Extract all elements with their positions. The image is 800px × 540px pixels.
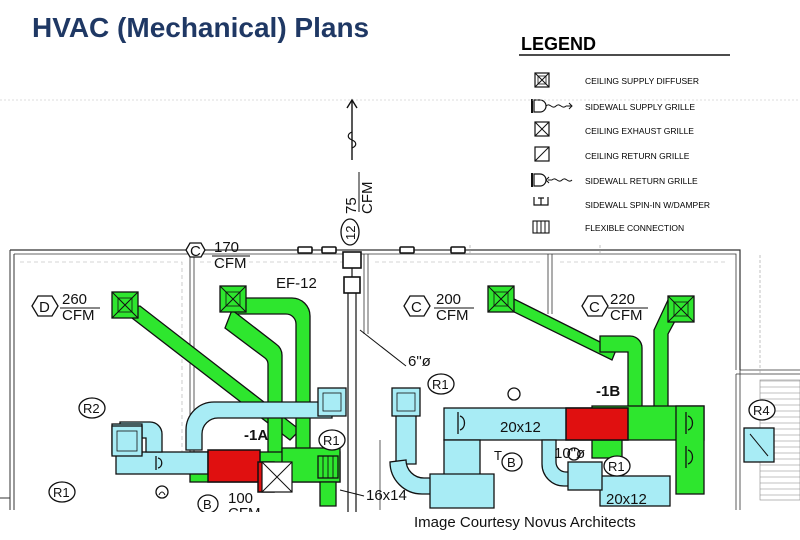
tag-r1-bottom-left: R1: [53, 485, 70, 500]
legend-label-sidewall-return-grille: SIDEWALL RETURN GRILLE: [585, 176, 698, 186]
legend-title: LEGEND: [521, 34, 596, 54]
slide-title: HVAC (Mechanical) Plans: [32, 12, 370, 43]
tag-b-right: B: [507, 455, 516, 470]
thermostat-icon: [155, 387, 581, 499]
legend-label-flexible-connection: FLEXIBLE CONNECTION: [585, 223, 684, 233]
supply-ductwork: [120, 297, 705, 507]
label-duct-20x12-top: 20x12: [500, 419, 541, 436]
label-unit-1b: -1B: [596, 383, 620, 400]
tag-r1-left: R1: [323, 433, 340, 448]
label-duct-6: 6"ø: [408, 353, 431, 370]
image-credit: Image Courtesy Novus Architects: [414, 514, 636, 531]
credit-band: [0, 512, 800, 540]
tag-12-exhaust: 12: [343, 226, 358, 240]
exhaust-duct-ef12: [342, 98, 407, 513]
sidewall-return-grille-icon: [155, 412, 466, 470]
ceiling-supply-diffuser-icon: [667, 295, 695, 323]
cfm-170: 170: [214, 239, 239, 256]
label-ef12: EF-12: [276, 275, 317, 292]
cfm-260: 260: [62, 291, 87, 308]
tag-r1-right: R1: [608, 459, 625, 474]
spin-in-damper-icon: [533, 197, 549, 206]
tag-r4: R4: [753, 403, 770, 418]
tag-c170: C: [190, 243, 201, 260]
fan-coil-unit-1b: [565, 407, 629, 441]
legend-label-ceiling-exhaust-grille: CEILING EXHAUST GRILLE: [585, 126, 694, 136]
legend-label-sidewall-supply-grille: SIDEWALL SUPPLY GRILLE: [585, 102, 695, 112]
label-duct-16x14: 16x14: [366, 487, 407, 504]
cfm-260-unit: CFM: [62, 307, 95, 324]
tag-r2: R2: [83, 401, 100, 416]
plan-annotations: C 170 CFM D 260 CFM C 200 CFM C 220 CFM …: [31, 172, 776, 522]
ceiling-return-grille-icon: [317, 387, 347, 417]
tag-b-left: B: [203, 497, 212, 512]
cfm-170-unit: CFM: [214, 255, 247, 272]
sidewall-return-grille-icon: [531, 173, 573, 187]
cfm-75-unit: CFM: [359, 182, 376, 215]
label-duct-20x12-bottom: 20x12: [606, 491, 647, 508]
sidewall-supply-grille-icon: [685, 412, 694, 468]
ceiling-return-grille-icon: [391, 387, 421, 417]
label-duct-10: 10"ø: [554, 445, 585, 462]
legend-label-spin-in-damper: SIDEWALL SPIN-IN W/DAMPER: [585, 200, 710, 210]
ceiling-exhaust-grille-icon: [534, 121, 550, 137]
cfm-200: 200: [436, 291, 461, 308]
tag-r1-center: R1: [432, 377, 449, 392]
ceiling-return-grille-icon: [534, 146, 550, 162]
sidewall-supply-grille-icon: [531, 99, 573, 113]
flexible-connection-icon: [317, 455, 339, 479]
ceiling-supply-diffuser-icon: [219, 285, 247, 313]
legend-label-ceiling-supply-diffuser: CEILING SUPPLY DIFFUSER: [585, 76, 699, 86]
window-marks: [297, 246, 466, 254]
tag-d260: D: [39, 299, 50, 316]
tag-c220: C: [589, 299, 600, 316]
ceiling-return-grille-icon: [111, 425, 143, 457]
legend: LEGEND CEILING SUPPLY DIFFUSER SIDEWALL …: [519, 34, 730, 234]
cfm-220-unit: CFM: [610, 307, 643, 324]
legend-label-ceiling-return-grille: CEILING RETURN GRILLE: [585, 151, 690, 161]
tag-t: T: [494, 448, 502, 463]
grilles: [111, 285, 775, 499]
label-unit-1a: -1A: [244, 427, 268, 444]
fan-coil-unit-1a: [207, 449, 261, 483]
ceiling-return-grille-icon: [743, 427, 775, 463]
cfm-220: 220: [610, 291, 635, 308]
flexible-connection-icon: [532, 220, 550, 234]
tag-c200: C: [411, 299, 422, 316]
cfm-200-unit: CFM: [436, 307, 469, 324]
ceiling-supply-diffuser-icon: [487, 285, 515, 313]
ceiling-supply-diffuser-icon: [534, 72, 550, 88]
ceiling-supply-diffuser-icon: [111, 291, 139, 319]
cfm-75: 75: [343, 197, 360, 214]
cfm-100: 100: [228, 490, 253, 507]
